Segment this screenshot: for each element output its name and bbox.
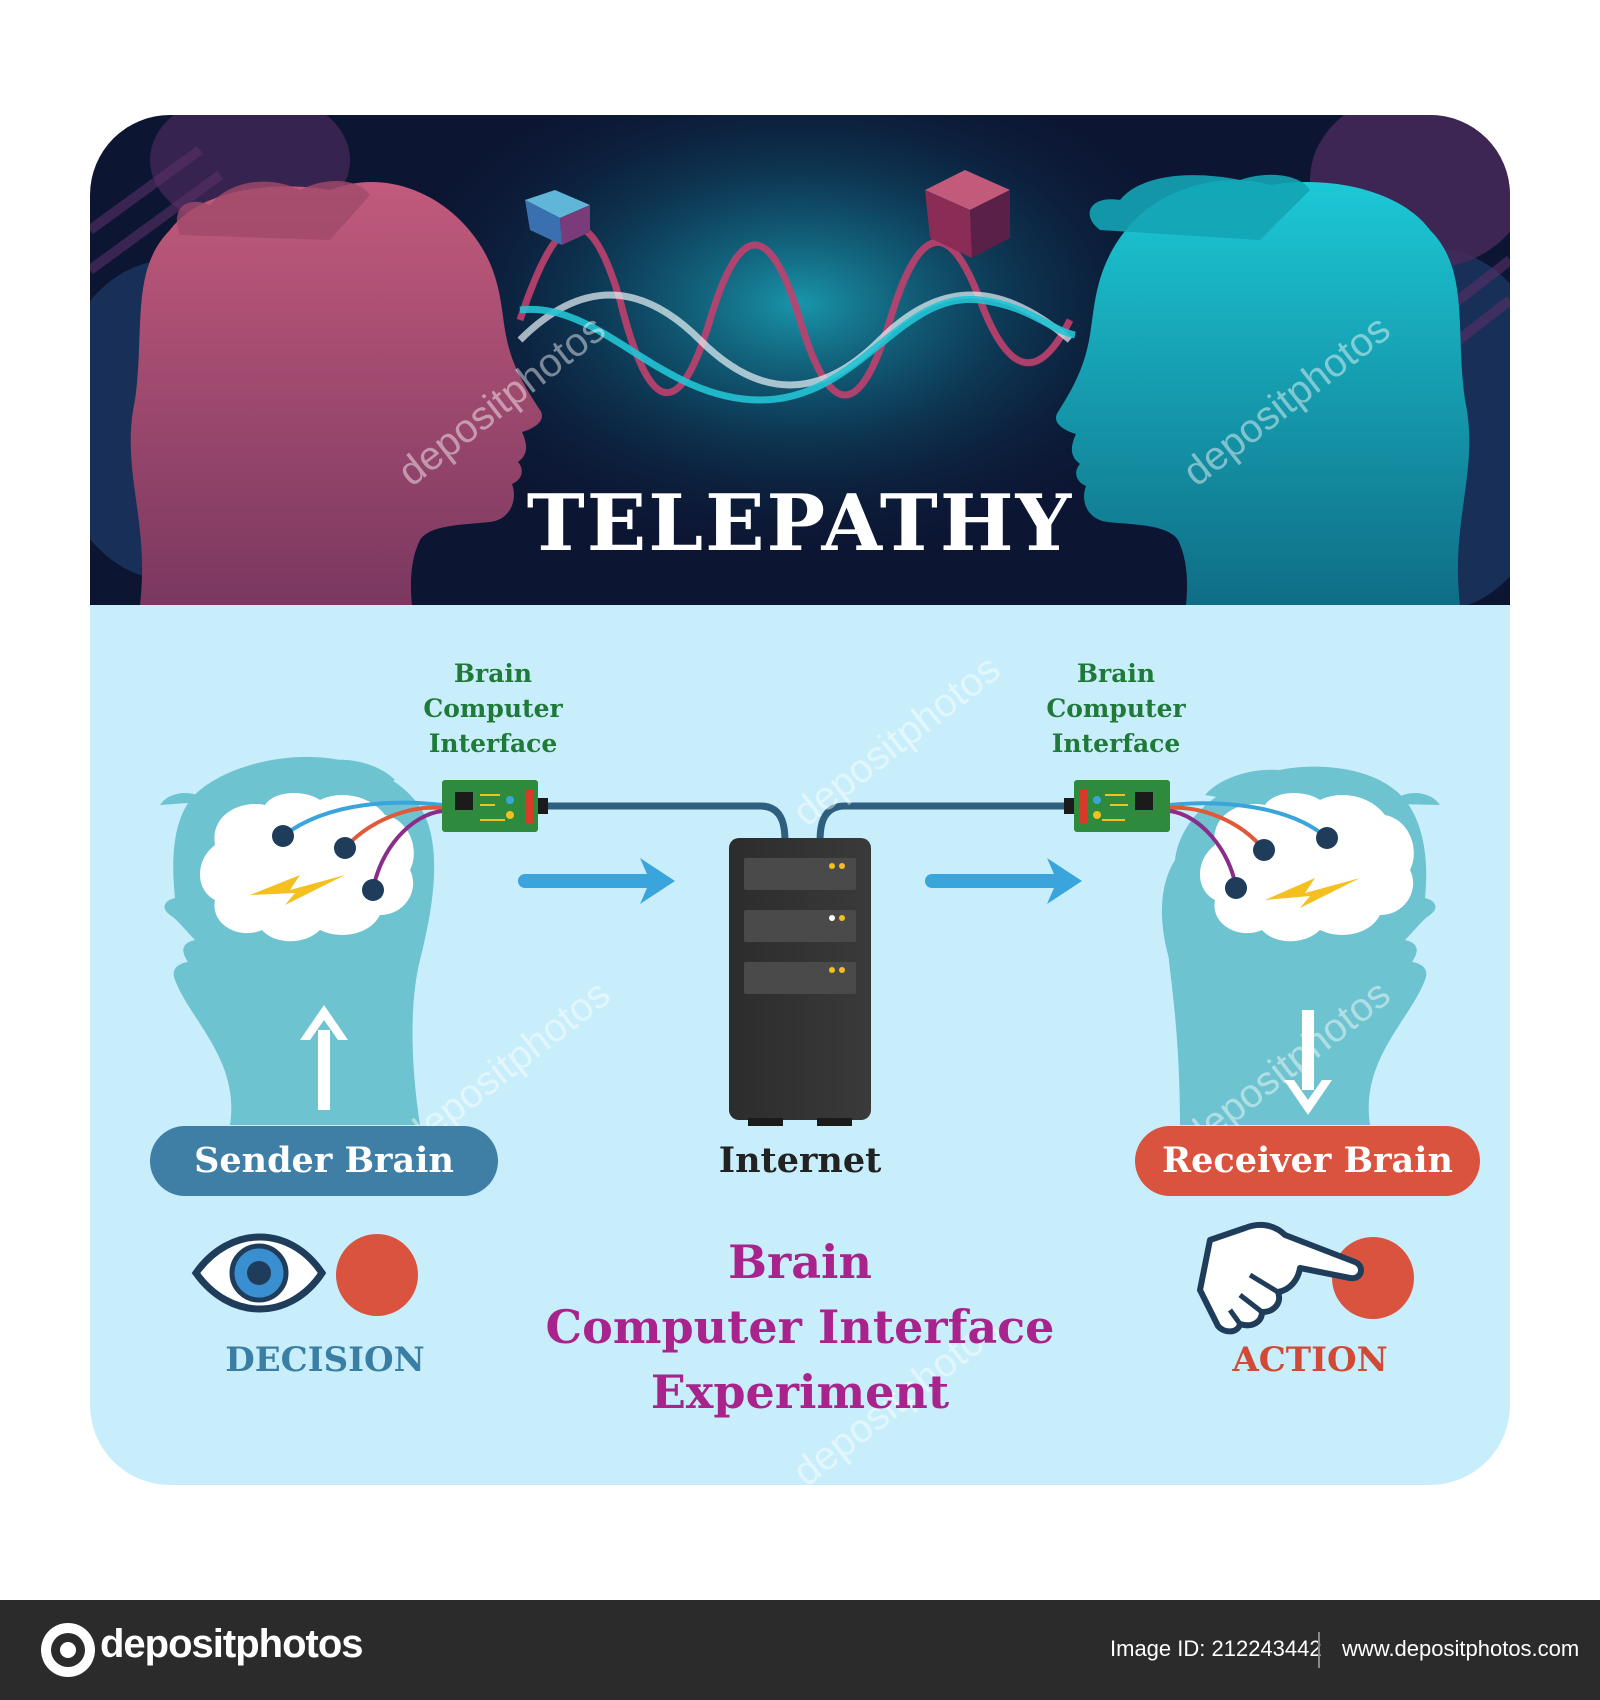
- decision-label: DECISION: [225, 1340, 425, 1380]
- decision-dot: [336, 1234, 418, 1316]
- action-label: ACTION: [1232, 1340, 1388, 1380]
- sender-head: [160, 756, 435, 1125]
- experiment-title: Brain Computer Interface Experiment: [480, 1230, 1120, 1425]
- wave-white: [517, 291, 1073, 389]
- experiment-line1: Brain: [728, 1235, 872, 1289]
- cube-left: [525, 190, 590, 245]
- right-arrow-left: [518, 858, 675, 904]
- sender-electrode-2: [334, 837, 356, 859]
- footer-image-id: Image ID: 212243442: [1110, 1636, 1322, 1661]
- server-icon: [729, 838, 871, 1126]
- receiver-down-arrow-shaft: [1302, 1010, 1314, 1090]
- left-bci-line2: Computer: [423, 694, 563, 723]
- internet-label: Internet: [718, 1140, 882, 1181]
- pointing-hand-icon: [1197, 1221, 1364, 1335]
- footer-bar: depositphotos Image ID: 212243442 www.de…: [0, 1600, 1600, 1700]
- experiment-line2: Computer Interface: [545, 1300, 1055, 1354]
- sender-head-silhouette: [130, 181, 543, 605]
- footer-url[interactable]: www.depositphotos.com: [1342, 1636, 1580, 1661]
- receiver-brain-icon: [1200, 793, 1414, 942]
- page-title: TELEPATHY: [526, 478, 1074, 569]
- right-bci-line3: Interface: [1051, 729, 1181, 758]
- sender-electrode-3: [362, 879, 384, 901]
- sender-up-arrow-shaft: [318, 1030, 330, 1110]
- action-dot: [1332, 1237, 1414, 1319]
- sender-lightning-icon: [250, 875, 345, 905]
- sender-up-arrow-head: [300, 1005, 348, 1040]
- right-arrow-right: [925, 858, 1082, 904]
- receiver-electrode-2: [1253, 839, 1275, 861]
- receiver-brain-badge: Receiver Brain: [1135, 1126, 1480, 1196]
- sender-brain-icon: [200, 793, 414, 942]
- experiment-line3: Experiment: [650, 1365, 950, 1419]
- left-bci-line3: Interface: [428, 729, 558, 758]
- receiver-lightning-icon: [1265, 878, 1360, 908]
- receiver-head: [1161, 766, 1440, 1125]
- sender-electrode-1: [272, 825, 294, 847]
- receiver-electrode-3: [1225, 877, 1247, 899]
- footer-logo-text: depositphotos: [100, 1622, 364, 1666]
- left-circuit-board-icon: [442, 780, 548, 832]
- receiver-down-arrow-head: [1284, 1080, 1332, 1115]
- footer-divider: [1318, 1632, 1320, 1668]
- right-circuit-board-icon: [1064, 780, 1170, 832]
- right-bci-line1: Brain: [1076, 659, 1156, 688]
- depositphotos-logo-icon: [41, 1623, 95, 1677]
- wave-teal: [519, 295, 1076, 404]
- sender-brain-badge: Sender Brain: [150, 1126, 498, 1196]
- right-bci-line2: Computer: [1046, 694, 1186, 723]
- receiver-head-silhouette: [1055, 179, 1470, 605]
- eye-icon: [191, 1233, 327, 1313]
- left-bci-line1: Brain: [453, 659, 533, 688]
- cube-right: [925, 170, 1010, 258]
- receiver-electrode-1: [1316, 827, 1338, 849]
- right-bci-label: Brain Computer Interface: [996, 656, 1236, 761]
- left-bci-label: Brain Computer Interface: [373, 656, 613, 761]
